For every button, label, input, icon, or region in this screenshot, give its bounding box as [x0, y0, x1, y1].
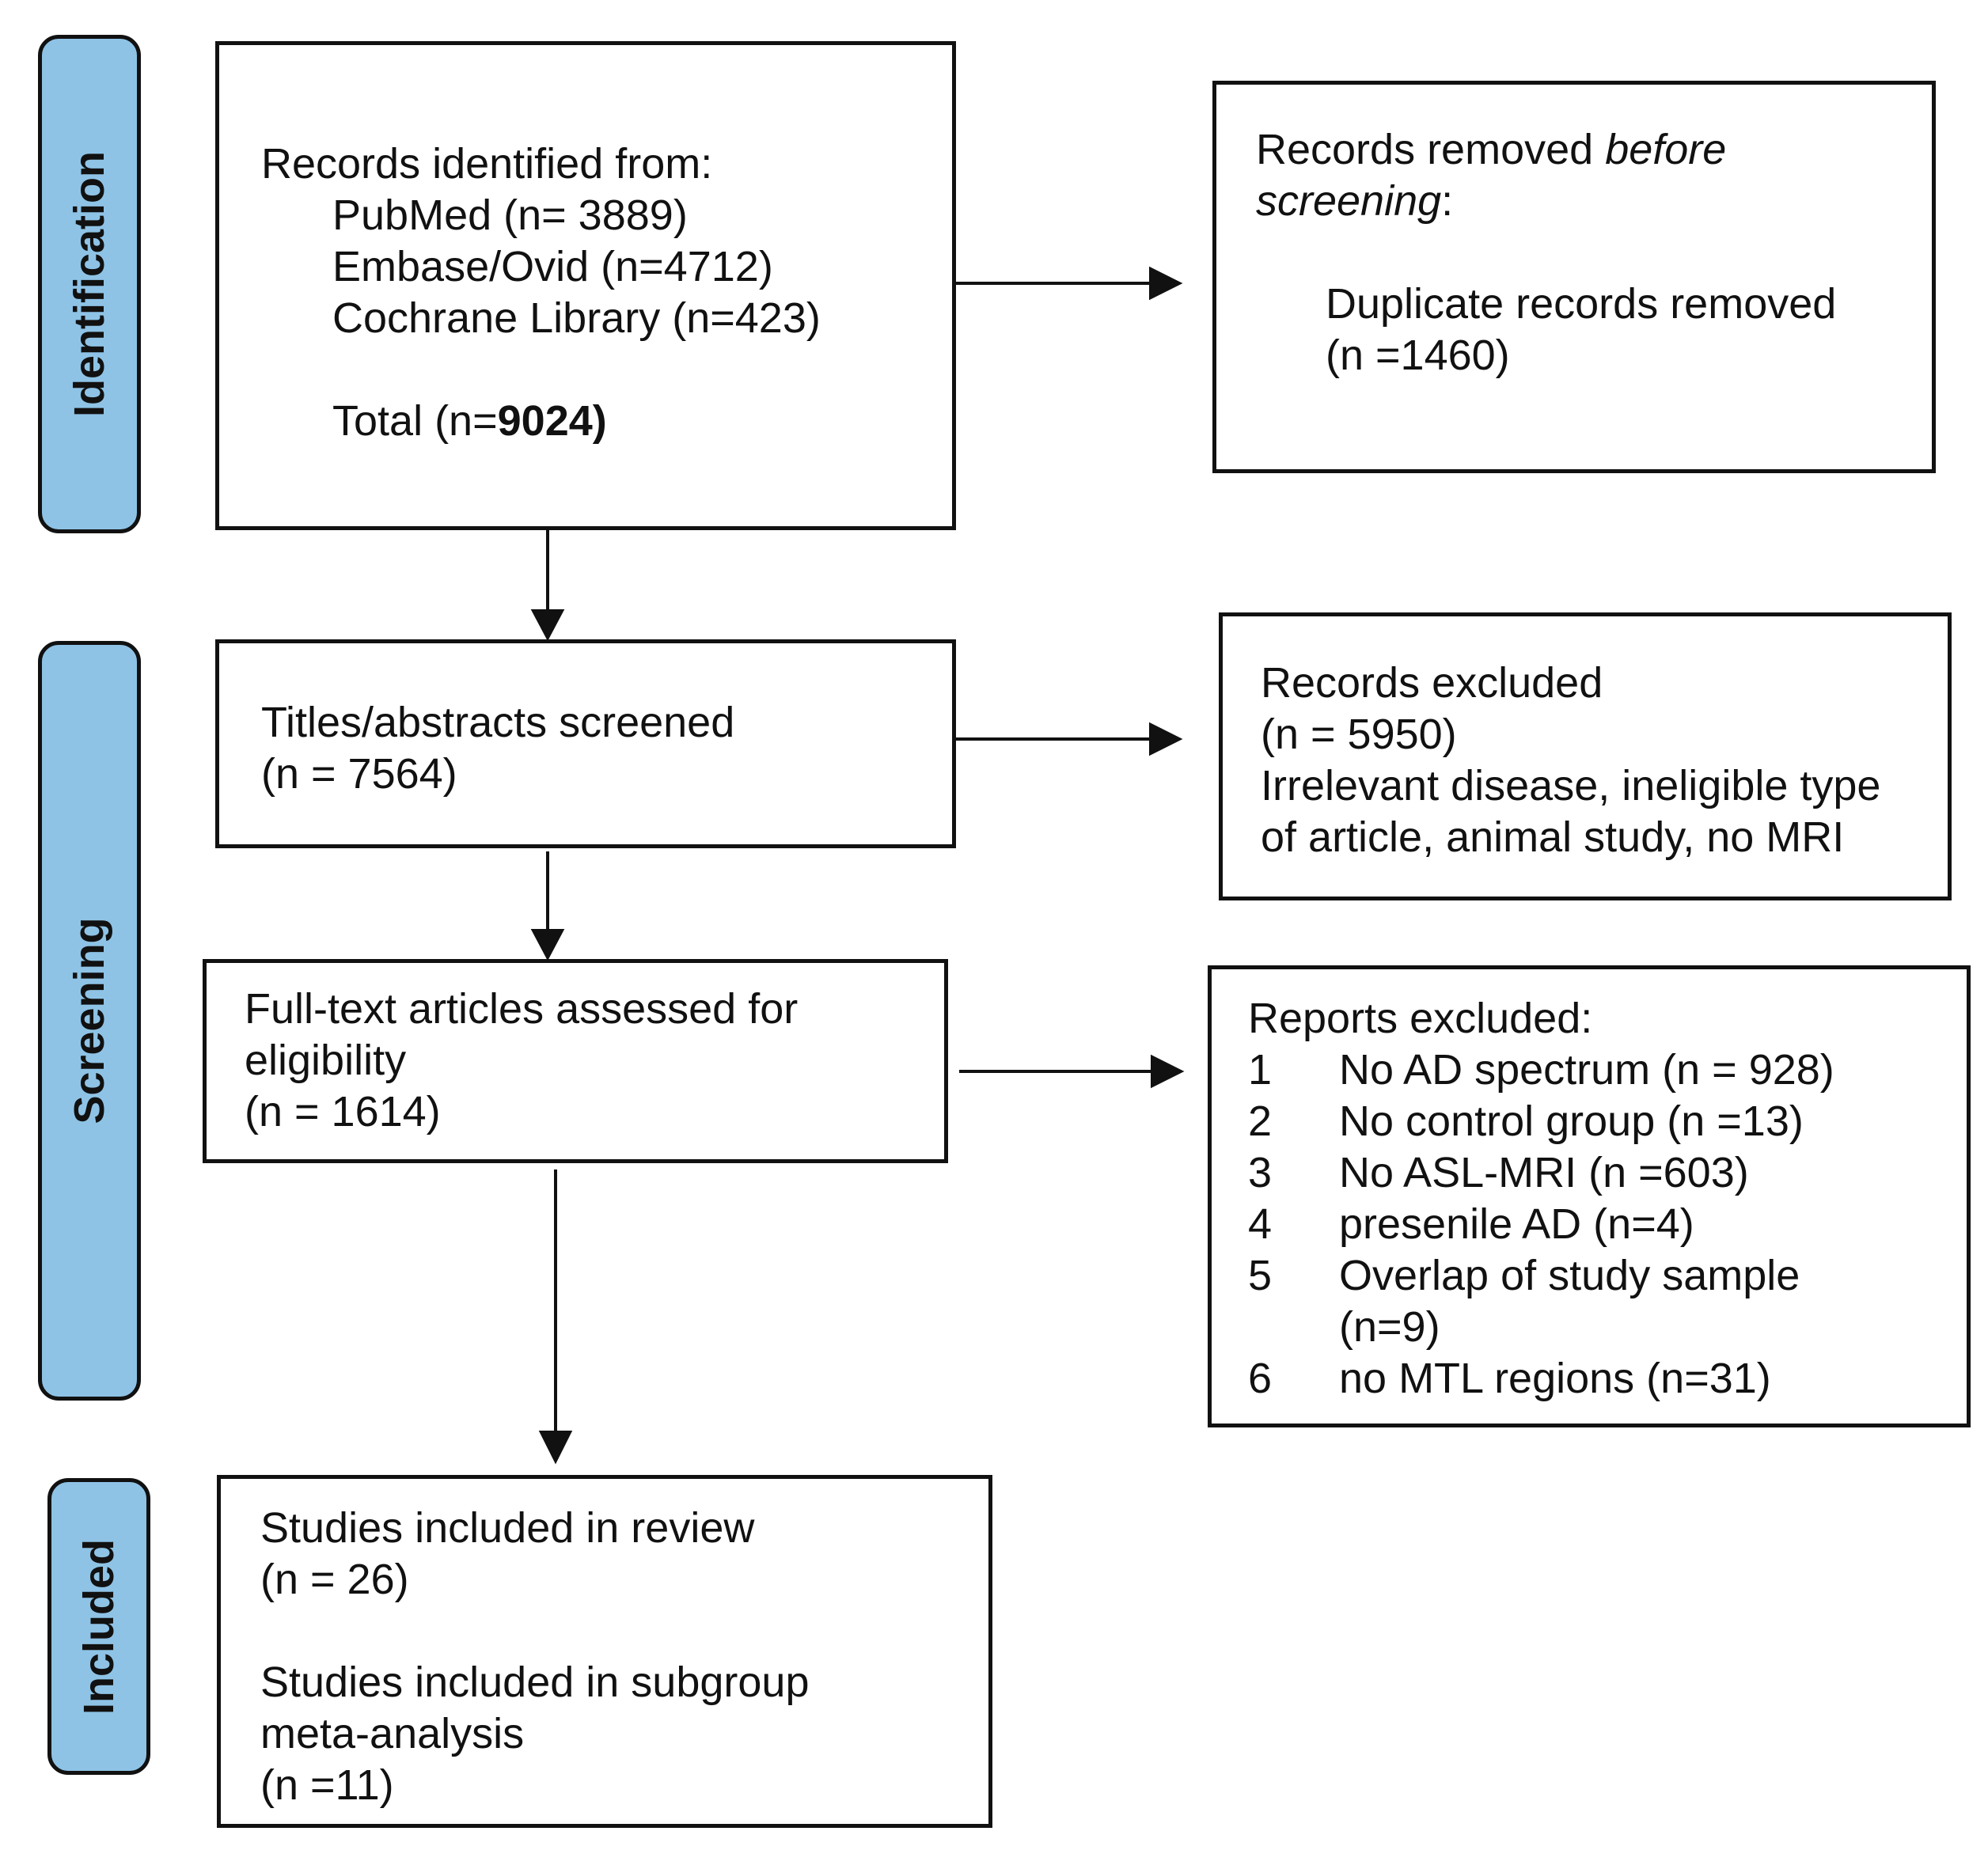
- records-excluded-line: (n = 5950): [1261, 711, 1457, 758]
- full-text-line: Full-text articles assessed for: [245, 985, 799, 1033]
- records-removed-prefix: Records removed: [1256, 126, 1606, 173]
- reports-excluded-item: (n=9): [1339, 1303, 1440, 1351]
- source-cochrane: Cochrane Library (n=423): [332, 294, 821, 342]
- full-text-line: (n = 1614): [245, 1088, 441, 1135]
- duplicates-removed-label: Duplicate records removed: [1326, 280, 1837, 328]
- full-text-box: Full-text articles assessed for eligibil…: [203, 959, 948, 1163]
- phase-screening: Screening: [38, 641, 141, 1401]
- arrow-to-removed-head: [1149, 266, 1183, 301]
- records-excluded-box: Records excluded (n = 5950) Irrelevant d…: [1219, 612, 1952, 900]
- records-removed-title: Records removed before: [1256, 124, 1726, 176]
- arrow-to-records-excluded-head: [1149, 722, 1183, 756]
- duplicates-removed-count: (n =1460): [1326, 332, 1510, 379]
- records-removed-colon: :: [1441, 177, 1454, 225]
- screened-label: Titles/abstracts screened: [261, 699, 735, 746]
- included-line: meta-analysis: [260, 1710, 525, 1757]
- records-excluded-line: of article, animal study, no MRI: [1261, 813, 1845, 861]
- records-identified-box: Records identified from: PubMed (n= 3889…: [215, 41, 956, 530]
- records-removed-screening: screening: [1256, 177, 1442, 225]
- records-identified-heading: Records identified from:: [261, 140, 713, 188]
- records-removed-title-line2: screening:: [1256, 176, 1453, 227]
- source-pubmed: PubMed (n= 3889): [332, 191, 688, 239]
- studies-included-box: Studies included in review (n = 26) Stud…: [217, 1475, 992, 1828]
- records-excluded-line: Records excluded: [1261, 659, 1603, 707]
- arrow-to-screened-head: [530, 609, 565, 642]
- included-line: (n =11): [260, 1761, 394, 1809]
- full-text-line: eligibility: [245, 1037, 407, 1084]
- records-removed-box: Records removed before screening: Duplic…: [1212, 81, 1936, 473]
- arrow-to-full-text-head: [530, 929, 565, 961]
- source-embase: Embase/Ovid (n=4712): [332, 243, 773, 290]
- included-line: Studies included in review: [260, 1504, 755, 1552]
- phase-included: Included: [47, 1478, 150, 1775]
- records-removed-before: before: [1605, 126, 1727, 173]
- arrow-to-reports-excluded-head: [1151, 1054, 1185, 1089]
- records-total: Total (n=9024): [332, 396, 607, 447]
- arrow-to-included-head: [538, 1431, 573, 1465]
- screened-box: Titles/abstracts screened (n = 7564): [215, 639, 956, 848]
- included-line: Studies included in subgroup: [260, 1659, 810, 1706]
- records-excluded-line: Irrelevant disease, ineligible type: [1261, 762, 1881, 809]
- records-total-prefix: Total (n=: [332, 397, 498, 445]
- reports-excluded-heading: Reports excluded:: [1248, 995, 1593, 1042]
- records-total-value: 9024): [497, 397, 607, 445]
- phase-identification: Identification: [38, 35, 141, 533]
- screened-count: (n = 7564): [261, 750, 457, 798]
- included-line: (n = 26): [260, 1556, 409, 1603]
